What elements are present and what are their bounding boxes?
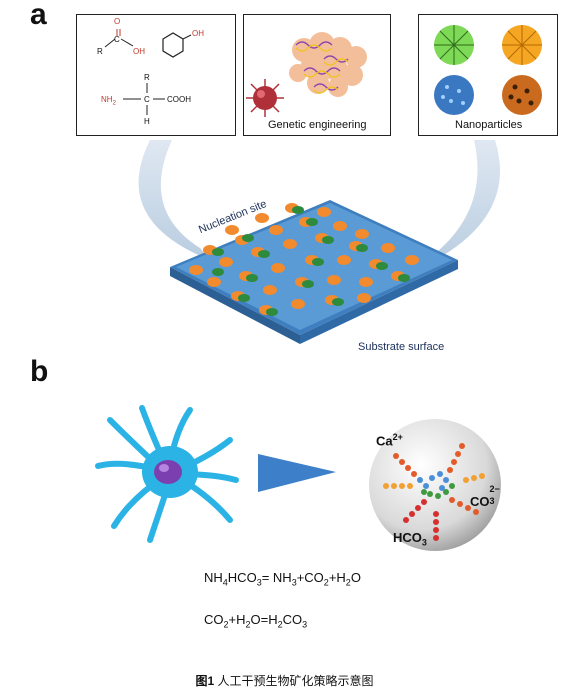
carbonyl-c-label: C	[114, 35, 120, 44]
genetic-engineering-box: Genetic engineering	[243, 14, 391, 136]
bound-molecules	[212, 206, 410, 316]
genetic-engineering-illustration	[289, 32, 367, 97]
calcium-ion-label: Ca2+	[376, 432, 403, 449]
bicarbonate-ion-label: HCO3	[393, 530, 427, 548]
carboxyl-oh-label: OH	[133, 47, 145, 56]
substrate-side-right	[300, 260, 458, 344]
figure-caption-label: 图1	[195, 674, 215, 688]
arrow-icon	[258, 454, 336, 492]
chemical-structures-box: R O C OH OH R NH2 C COOH H	[76, 14, 236, 136]
nanoparticles-caption: Nanoparticles	[455, 119, 523, 131]
nanoparticles-illustration	[434, 25, 542, 115]
panel-b-letter: b	[30, 355, 49, 388]
chemical-bonds	[104, 29, 192, 115]
right-curved-arrow-icon	[420, 140, 500, 268]
panel-a-letter: a	[30, 0, 47, 31]
hydrogen-label: H	[144, 117, 150, 126]
substrate-side-left	[170, 267, 300, 344]
blue-nanoparticle-icon	[434, 75, 474, 115]
alpha-carbon-label: C	[144, 95, 150, 104]
cell-icon	[95, 405, 239, 543]
cooh-label: COOH	[167, 95, 191, 104]
genetic-engineering-caption: Genetic engineering	[268, 119, 367, 131]
amine-label: NH2	[101, 95, 116, 107]
orange-nanoparticle-icon	[502, 25, 542, 65]
nucleation-sites	[189, 203, 419, 315]
phenol-oh-label: OH	[192, 29, 204, 38]
substrate-diagram	[138, 140, 500, 344]
virus-icon	[246, 79, 284, 117]
green-nanoparticle-icon	[434, 25, 474, 65]
mineral-sphere	[369, 419, 501, 551]
figure-caption-text: 人工干预生物矿化策略示意图	[214, 674, 374, 688]
equation-ammonium-bicarbonate: NH4HCO3= NH3+CO2+H2O	[204, 570, 361, 588]
left-curved-arrow-icon	[138, 140, 210, 260]
figure-caption: 图1 人工干预生物矿化策略示意图	[0, 672, 569, 689]
carbonyl-o-label: O	[114, 17, 121, 26]
amino-r-label: R	[144, 73, 150, 82]
r-group-label: R	[97, 47, 103, 56]
equation-carbonic-acid: CO2+H2O=H2CO3	[204, 612, 308, 630]
nanoparticles-box: Nanoparticles	[418, 14, 558, 136]
brown-nanoparticle-icon	[502, 75, 542, 115]
substrate-surface-label: Substrate surface	[358, 341, 445, 353]
